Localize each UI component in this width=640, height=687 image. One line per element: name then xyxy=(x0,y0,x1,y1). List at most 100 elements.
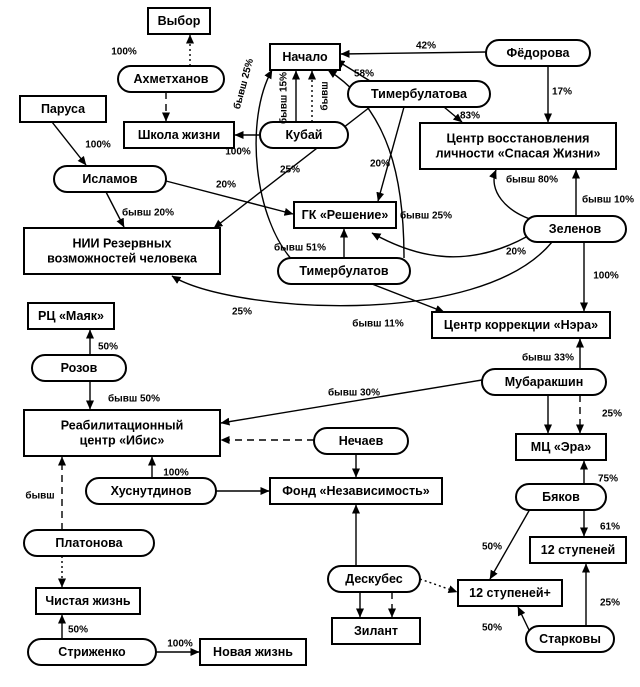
organization-box xyxy=(515,433,607,461)
node-gk-reshenie: ГК «Решение» xyxy=(293,201,397,229)
node-label: Тимербулатов xyxy=(299,264,389,278)
node-label: Кубай xyxy=(286,128,323,142)
edge-label: бывш 25% xyxy=(400,210,452,222)
node-label: центр «Ибис» xyxy=(80,434,165,448)
person-box xyxy=(85,477,217,505)
node-label: МЦ «Эра» xyxy=(531,440,591,454)
edge-deskubes-12plus-arrow xyxy=(419,578,458,593)
node-label: ГК «Решение» xyxy=(302,208,389,222)
edge-label: 100% xyxy=(85,140,111,151)
node-label: Бяков xyxy=(542,490,580,504)
person-box xyxy=(347,80,491,108)
edge-label: 61% xyxy=(600,522,620,533)
edge-label: бывш 50% xyxy=(108,393,160,405)
organization-box xyxy=(419,122,617,170)
person-box xyxy=(523,215,627,243)
edge-label: 50% xyxy=(482,623,502,634)
person-box xyxy=(31,354,127,382)
edge-zelenov-reshenie-arrow xyxy=(371,232,529,258)
edge-label: бывш 10% xyxy=(582,194,634,206)
edge-timerbulatova-spasaya-arrow xyxy=(443,106,463,123)
edge-zelenov-spasaya-left-arrow xyxy=(489,169,537,222)
node-label: Старковы xyxy=(539,632,601,646)
node-label: Зеленов xyxy=(549,222,602,236)
organization-box xyxy=(23,227,221,275)
person-box xyxy=(313,427,409,455)
node-akhmetkhanov: Ахметханов xyxy=(117,65,225,93)
node-timerbulatov: Тимербулатов xyxy=(277,257,411,285)
node-label: Ахметханов xyxy=(134,72,209,86)
organization-box xyxy=(27,302,115,330)
organization-box xyxy=(269,477,443,505)
node-label: Мубаракшин xyxy=(505,375,584,389)
node-mubarakshin: Мубаракшин xyxy=(481,368,607,396)
edge-label: бывш 25% xyxy=(231,57,256,110)
edge-label: бывш 30% xyxy=(328,387,380,399)
node-label: 12 ступеней+ xyxy=(469,586,551,600)
edge-label: 25% xyxy=(602,409,622,420)
edge-label: бывш 11% xyxy=(352,318,404,330)
edge-timerbulatov-nachalo-left-arrow xyxy=(255,69,295,263)
edge-label: бывш 51% xyxy=(274,242,326,254)
node-label: Реабилитационный xyxy=(61,419,184,433)
person-box xyxy=(259,121,349,149)
edge-fedorova-nachalo-arrow xyxy=(340,49,487,58)
node-label: Нечаев xyxy=(339,434,384,448)
edge-label: бывш 33% xyxy=(522,352,574,364)
edge-label: 25% xyxy=(280,165,300,176)
node-fedorova: Фёдорова xyxy=(485,39,591,67)
node-label: Фёдорова xyxy=(507,46,571,60)
node-starkovy: Старковы xyxy=(525,625,615,653)
organization-box xyxy=(23,409,221,457)
node-vybor: Выбор xyxy=(147,7,211,35)
edge-label: 20% xyxy=(216,180,236,191)
node-timerbulatova: Тимербулатова xyxy=(347,80,491,108)
organization-box xyxy=(431,311,611,339)
edges-layer xyxy=(51,34,590,656)
node-label: Хуснутдинов xyxy=(111,484,192,498)
person-box xyxy=(327,565,421,593)
node-platonova: Платонова xyxy=(23,529,155,557)
node-kubay: Кубай xyxy=(259,121,349,149)
person-box xyxy=(485,39,591,67)
edge-islamov-nii-arrow xyxy=(105,191,125,228)
node-label: НИИ Резервных xyxy=(73,237,172,251)
node-label: Платонова xyxy=(55,536,123,550)
node-label: Центр восстановления xyxy=(447,132,590,146)
node-deskubes: Дескубес xyxy=(327,565,421,593)
edge-label: 50% xyxy=(482,542,502,553)
node-label: Фонд «Независимость» xyxy=(282,484,430,498)
organization-box xyxy=(529,536,627,564)
edge-timerbulatov-nachalo-right-arrow xyxy=(327,69,405,259)
node-centr-nera: Центр коррекции «Нэра» xyxy=(431,311,611,339)
node-mc-era: МЦ «Эра» xyxy=(515,433,607,461)
edge-label: 20% xyxy=(506,247,526,258)
edge-label: 58% xyxy=(354,69,374,80)
node-label: Исламов xyxy=(82,172,138,186)
node-rc-mayak: РЦ «Маяк» xyxy=(27,302,115,330)
node-label: Начало xyxy=(282,50,328,64)
node-stupeney12: 12 ступеней xyxy=(529,536,627,564)
person-box xyxy=(481,368,607,396)
node-chistaya: Чистая жизнь xyxy=(35,587,141,615)
edge-label: 100% xyxy=(225,147,251,158)
edge-label: бывш 80% xyxy=(506,174,558,186)
person-box xyxy=(53,165,167,193)
node-label: Школа жизни xyxy=(138,128,220,142)
node-label: возможностей человека xyxy=(47,252,198,266)
person-box xyxy=(117,65,225,93)
node-label: Новая жизнь xyxy=(213,645,293,659)
node-label: 12 ступеней xyxy=(541,543,615,557)
edge-label: бывш xyxy=(319,81,331,110)
organization-box xyxy=(331,617,421,645)
node-nachalo: Начало xyxy=(269,43,341,71)
node-parusa: Паруса xyxy=(19,95,107,123)
node-label: Паруса xyxy=(41,102,86,116)
node-label: Центр коррекции «Нэра» xyxy=(444,318,598,332)
node-byakov: Бяков xyxy=(515,483,607,511)
edge-label: 20% xyxy=(370,159,390,170)
node-zilant: Зилант xyxy=(331,617,421,645)
node-stupeney12plus: 12 ступеней+ xyxy=(457,579,563,607)
